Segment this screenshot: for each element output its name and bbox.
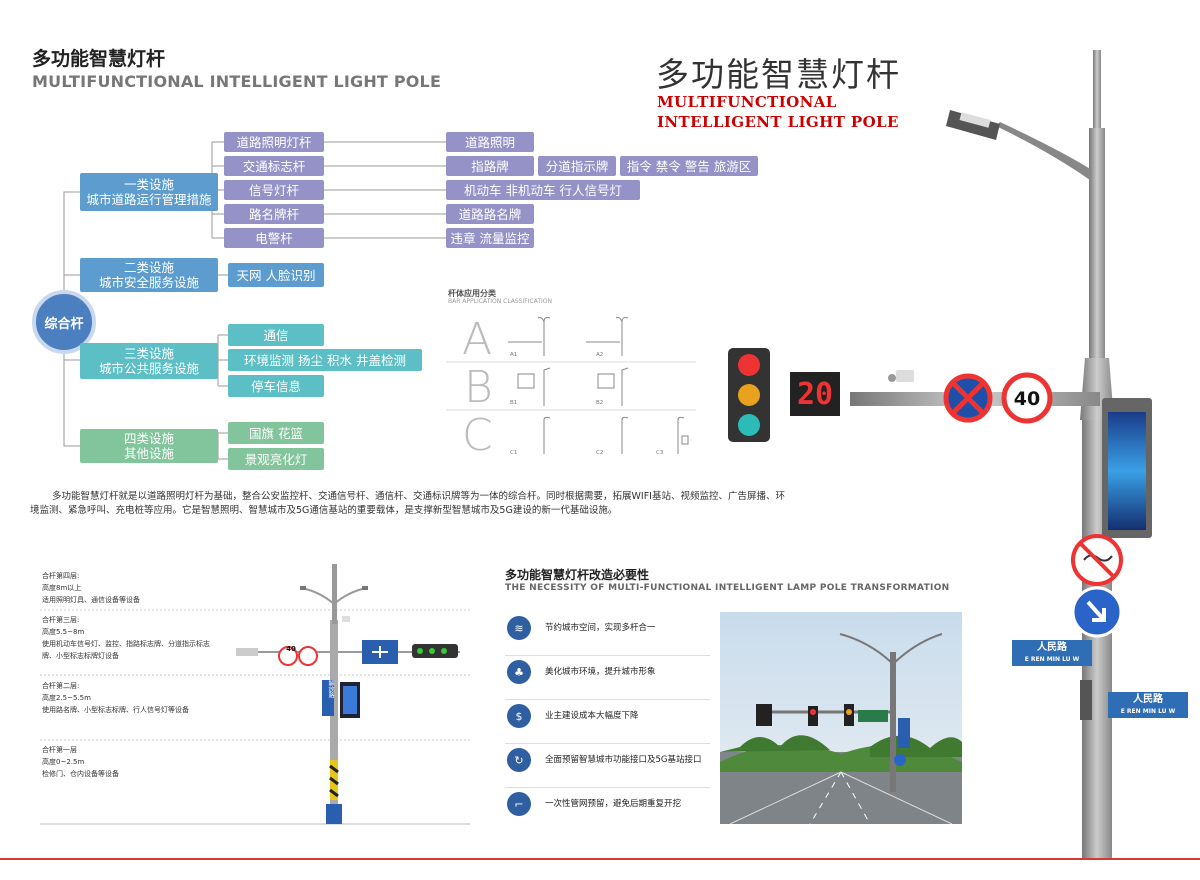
page-title-zh: 多功能智慧灯杆 xyxy=(32,48,166,70)
cat4-line2: 其他设施 xyxy=(123,446,174,461)
layer-speed-sign: 40 xyxy=(286,645,296,653)
layer-title: 合杆第二层: xyxy=(42,682,80,690)
speed-display: 20 xyxy=(796,376,834,412)
street-sign-bottom: 人民路 E REN MIN LU W xyxy=(1108,692,1188,718)
cat4-line1: 四类设施 xyxy=(123,431,174,446)
hero-title-en-line1: MULTIFUNCTIONAL xyxy=(657,93,837,111)
cat3-item: 停车信息 xyxy=(228,375,324,397)
necessity-text: 节约城市空间，实现多杆合一 xyxy=(545,623,656,633)
necessity-text: 全面预留智慧城市功能接口及5G基站接口 xyxy=(545,755,702,765)
layer-vertical-sign: 解放路 xyxy=(327,680,334,698)
necessity-title-en: THE NECESSITY OF MULTI-FUNCTIONAL INTELL… xyxy=(505,583,950,593)
layer-line: 高度0~2.5m xyxy=(42,758,85,766)
hero-pole-illustration xyxy=(728,50,1152,860)
layer-title: 合杆第四层: xyxy=(42,572,80,580)
cat2-item: 天网 人脸识别 xyxy=(228,263,324,287)
page-title-en: MULTIFUNCTIONAL INTELLIGENT LIGHT POLE xyxy=(32,72,442,91)
cat1-ext: 分道指示牌 xyxy=(538,156,616,176)
layer-line: 使用路名牌、小型标志标牌、行人信号灯等设备 xyxy=(42,706,189,714)
necessity-item: ♣ 美化城市环境，提升城市形象 xyxy=(505,650,710,700)
speed-limit-sign: 40 xyxy=(1013,388,1041,410)
layer-line: 适用照明灯具、通信设备等设备 xyxy=(42,596,140,604)
cat2-box: 二类设施 城市安全服务设施 xyxy=(80,258,218,292)
bottom-divider xyxy=(0,858,1200,860)
necessity-item: $ 业主建设成本大幅度下降 xyxy=(505,694,710,744)
cat3-line1: 三类设施 xyxy=(123,346,174,361)
street-sign-en: E REN MIN LU W xyxy=(1024,656,1080,663)
street-sign-top: 人民路 E REN MIN LU W xyxy=(1012,640,1092,666)
description-paragraph: 多功能智慧灯杆就是以道路照明灯杆为基础，整合公安监控杆、交通信号杆、通信杆、交通… xyxy=(30,491,785,516)
money-icon: $ xyxy=(507,704,531,728)
layer-pole-diagram xyxy=(40,564,470,825)
hero-title-en: MULTIFUNCTIONAL INTELLIGENT LIGHT POLE xyxy=(657,92,899,132)
refresh-icon: ↻ xyxy=(507,748,531,772)
class-label: C3 xyxy=(656,450,664,456)
cat4-item: 景观亮化灯 xyxy=(228,448,324,470)
cat1-item: 道路照明灯杆 xyxy=(224,132,324,152)
necessity-title-zh: 多功能智慧灯杆改造必要性 xyxy=(505,568,650,582)
cat4-item: 国旗 花篮 xyxy=(228,422,324,444)
classification-title: 杆体应用分类 xyxy=(448,289,496,298)
cat3-box: 三类设施 城市公共服务设施 xyxy=(80,343,218,379)
layer-line: 使用机动车信号灯、监控、指路标志牌、分道指示标志 xyxy=(42,640,210,648)
street-sign-zh: 人民路 xyxy=(1133,694,1163,705)
layers-icon: ≋ xyxy=(507,616,531,640)
cat3-item: 通信 xyxy=(228,324,324,346)
cat1-func: 指路牌 xyxy=(446,156,534,176)
cat1-func: 道路照明 xyxy=(446,132,534,152)
tree-icon: ♣ xyxy=(507,660,531,684)
layer-1: 合杆第一层 高度0~2.5m 检修门、仓内设备等设备 xyxy=(42,744,119,780)
street-sign-en: E REN MIN LU W xyxy=(1120,708,1176,715)
classification-subtitle: BAR APPLICATION CLASSIFICATION xyxy=(448,298,552,305)
class-label: A2 xyxy=(596,352,604,358)
cat1-item: 电警杆 xyxy=(224,228,324,248)
hero-title-en-line2: INTELLIGENT LIGHT POLE xyxy=(657,113,899,131)
layer-line: 检修门、仓内设备等设备 xyxy=(42,770,119,778)
cat2-line2: 城市安全服务设施 xyxy=(98,275,199,290)
class-label: B1 xyxy=(510,400,518,406)
necessity-text: 一次性管网预留，避免后期重复开挖 xyxy=(545,799,682,809)
cat4-box: 四类设施 其他设施 xyxy=(80,429,218,463)
street-sign-zh: 人民路 xyxy=(1037,642,1067,653)
necessity-text: 业主建设成本大幅度下降 xyxy=(545,711,639,721)
class-label: C1 xyxy=(510,450,518,456)
class-letter-b: B xyxy=(464,362,493,413)
necessity-item: ↻ 全面预留智慧城市功能接口及5G基站接口 xyxy=(505,738,710,788)
cat2-line1: 二类设施 xyxy=(123,260,174,275)
layer-title: 合杆第一层 xyxy=(42,746,77,754)
cat1-item: 路名牌杆 xyxy=(224,204,324,224)
cat1-item: 信号灯杆 xyxy=(224,180,324,200)
layer-line: 牌、小型标志标牌灯设备 xyxy=(42,652,119,660)
layer-4: 合杆第四层: 高度8m以上 适用照明灯具、通信设备等设备 xyxy=(42,570,140,606)
layer-title: 合杆第三层: xyxy=(42,616,80,624)
class-letter-a: A xyxy=(462,314,493,365)
layer-2: 合杆第二层: 高度2.5~5.5m 使用路名牌、小型标志标牌、行人信号灯等设备 xyxy=(42,680,189,716)
cat3-item: 环境监测 扬尘 积水 井盖检测 xyxy=(228,349,422,371)
cat1-box: 一类设施 城市道路运行管理措施 xyxy=(80,173,218,211)
class-letter-c: C xyxy=(462,410,493,461)
cat1-func: 道路路名牌 xyxy=(446,204,534,224)
cat1-func: 机动车 非机动车 行人信号灯 xyxy=(446,180,640,200)
layer-line: 高度2.5~5.5m xyxy=(42,694,91,702)
necessity-item: ≋ 节约城市空间，实现多杆合一 xyxy=(505,606,710,656)
street-photo xyxy=(720,612,962,824)
class-label: B2 xyxy=(596,400,604,406)
layer-line: 高度8m以上 xyxy=(42,584,82,592)
cat1-item: 交通标志杆 xyxy=(224,156,324,176)
pipe-icon: ⌐ xyxy=(507,792,531,816)
classification-figure xyxy=(446,317,696,454)
class-label: C2 xyxy=(596,450,604,456)
cat1-func: 违章 流量监控 xyxy=(446,228,534,248)
hub-composite-pole: 综合杆 xyxy=(32,290,96,354)
cat3-line2: 城市公共服务设施 xyxy=(98,361,199,376)
necessity-text: 美化城市环境，提升城市形象 xyxy=(545,667,656,677)
cat1-ext: 指令 禁令 警告 旅游区 xyxy=(620,156,758,176)
cat1-line1: 一类设施 xyxy=(123,177,174,192)
class-label: A1 xyxy=(510,352,518,358)
necessity-item: ⌐ 一次性管网预留，避免后期重复开挖 xyxy=(505,782,710,832)
cat1-line2: 城市道路运行管理措施 xyxy=(86,192,212,207)
hero-title-zh: 多功能智慧灯杆 xyxy=(656,55,901,94)
layer-line: 高度5.5~8m xyxy=(42,628,85,636)
layer-3: 合杆第三层: 高度5.5~8m 使用机动车信号灯、监控、指路标志牌、分道指示标志… xyxy=(42,614,210,662)
